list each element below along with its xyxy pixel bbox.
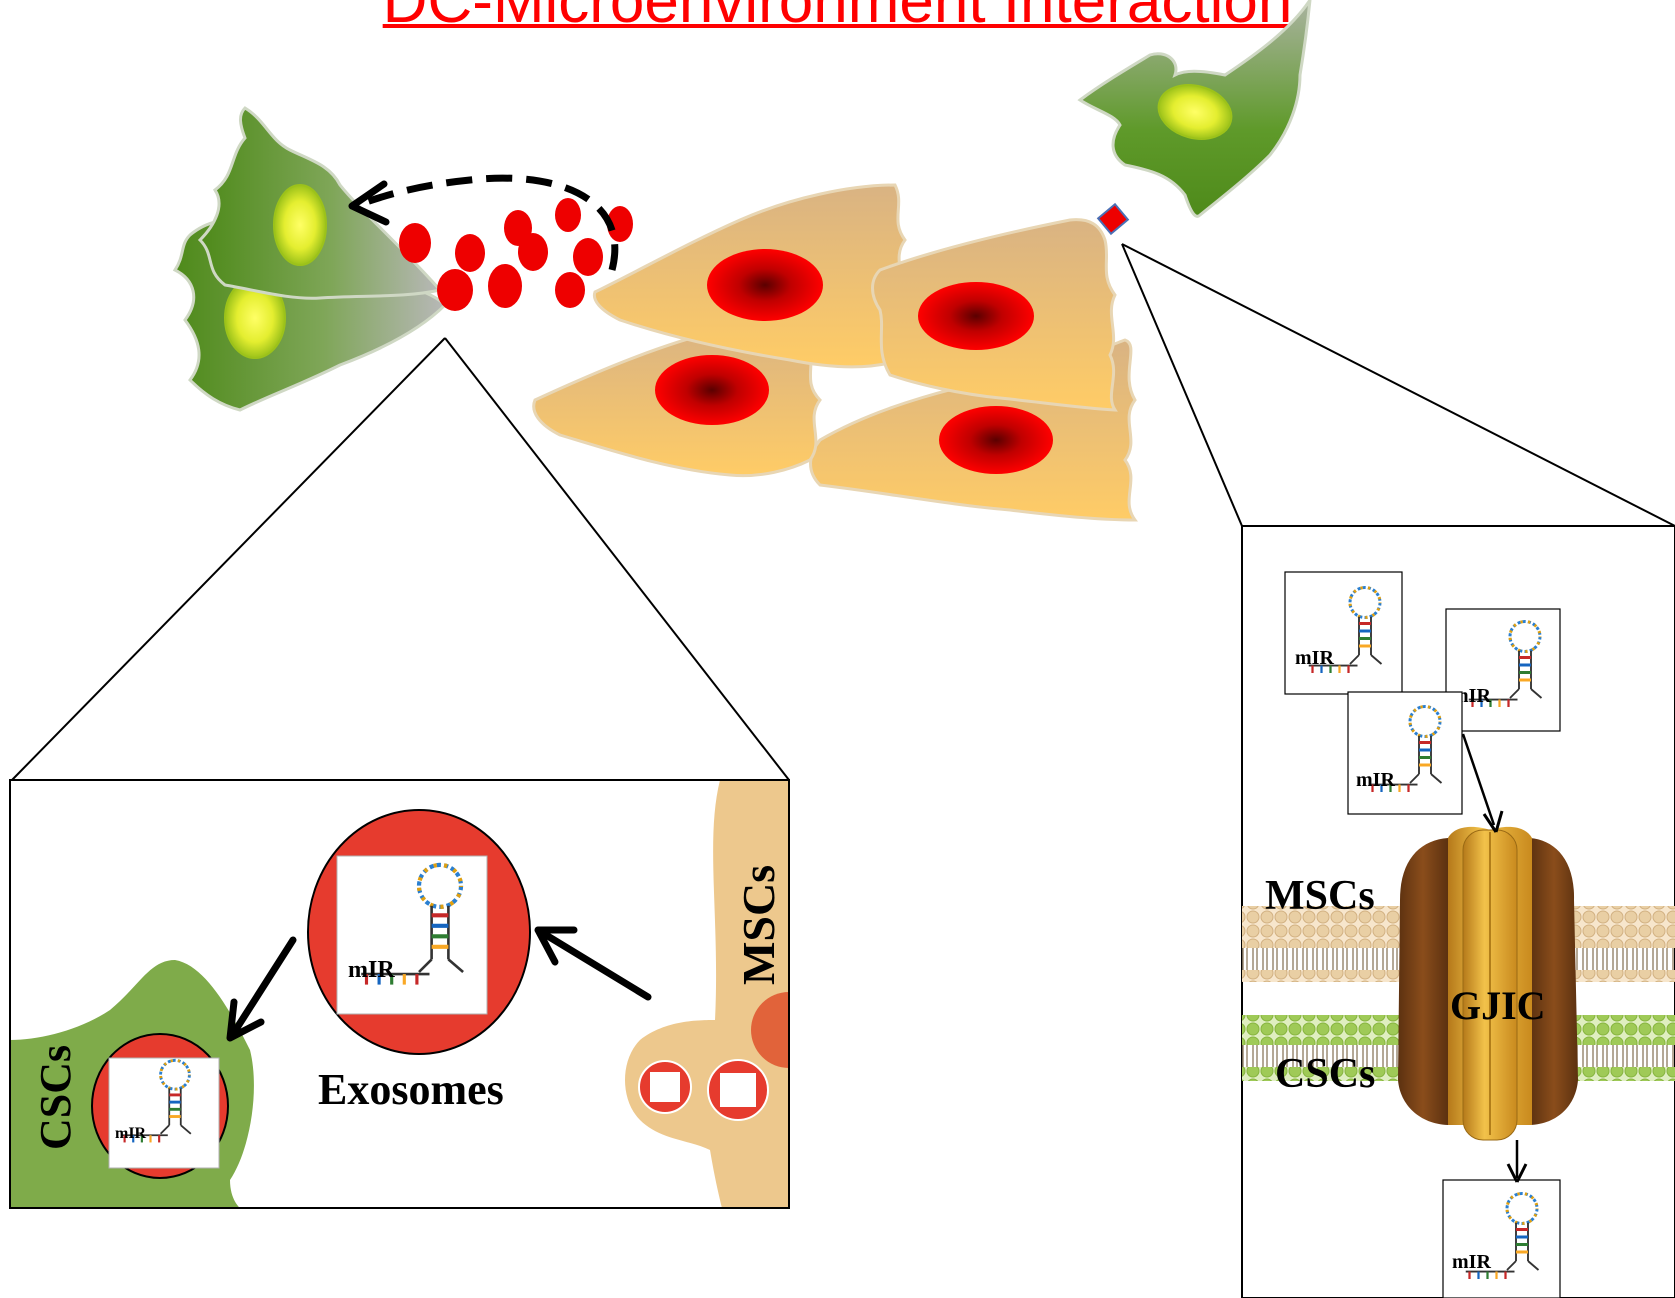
secretion-arrow [356, 174, 619, 271]
mir-card-2: mIR [1445, 608, 1561, 732]
msc-label-left: MSCs [733, 864, 784, 985]
mir-card-1-label: mIR [1295, 647, 1334, 669]
zoom-lines [11, 243, 1675, 781]
transfer-arrows [226, 926, 652, 1042]
csc-label-right: CSCs [1275, 1051, 1376, 1097]
gjic-arrows [1461, 733, 1528, 1183]
mir-card-4-label: mIR [1452, 1251, 1491, 1273]
mir-card-1: mIR [1284, 571, 1403, 695]
mir-label-large: mIR [348, 957, 395, 983]
mir-card-4: mIR [1442, 1179, 1561, 1298]
gap-junction-marker [1096, 202, 1130, 236]
msc-label-right: MSCs [1265, 873, 1375, 919]
gjic-label: GJIC [1450, 983, 1546, 1028]
exosomes-text: Exosomes [318, 1065, 504, 1114]
exosome-large: mIR [307, 809, 531, 1055]
csc-cell-top-right [1077, 0, 1312, 218]
msc-nuclei [655, 249, 1053, 474]
mir-card-3: mIR [1347, 691, 1463, 815]
page-title: DC-Microenvironment Interaction [382, 0, 1293, 36]
mir-card-3-label: mIR [1356, 769, 1395, 791]
exosome-budding [638, 1059, 769, 1121]
gap-junction-channel [1398, 826, 1578, 1141]
arrowhead-icon [348, 180, 390, 226]
mir-label-small: mIR [115, 1125, 147, 1142]
csc-cell-front [197, 106, 443, 300]
exosome-small: mIR [91, 1033, 229, 1179]
exosome-vesicles [399, 198, 633, 311]
csc-label-left: CSCs [31, 1044, 80, 1150]
